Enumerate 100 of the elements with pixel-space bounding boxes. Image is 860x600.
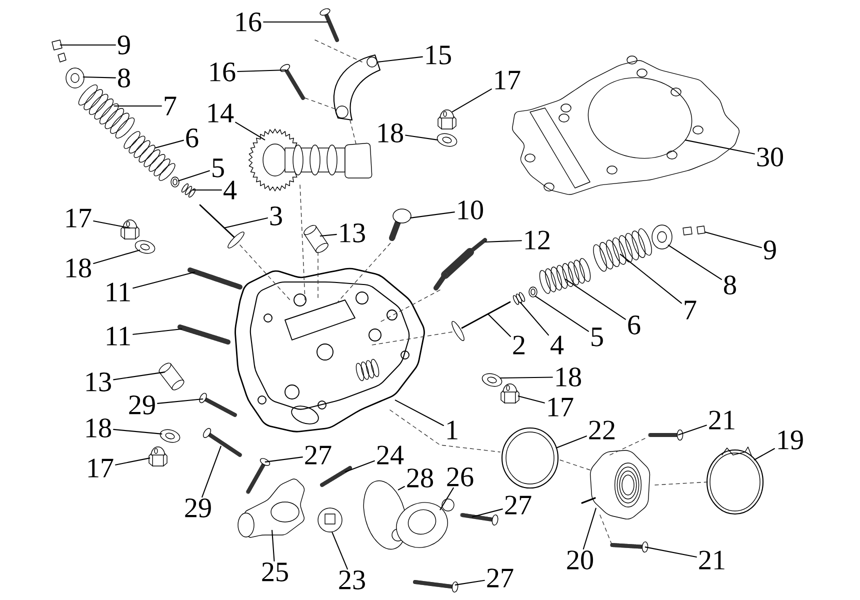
thermostat-drawing bbox=[318, 508, 342, 532]
leader-line bbox=[534, 296, 589, 332]
callout-number: 9 bbox=[764, 240, 776, 260]
callout-number: 21 bbox=[699, 550, 724, 570]
leader-line bbox=[454, 580, 485, 586]
valve-drawing bbox=[452, 301, 511, 341]
valve-spring-drawing bbox=[539, 258, 591, 294]
callout-number: 11 bbox=[106, 282, 130, 302]
assembly-line bbox=[560, 460, 590, 470]
stud-drawing bbox=[188, 268, 242, 290]
bolt-drawing bbox=[246, 458, 270, 494]
valve-spring-drawing bbox=[593, 228, 652, 272]
leader-line bbox=[564, 278, 626, 320]
leader-line bbox=[500, 376, 553, 379]
leader-line bbox=[484, 240, 522, 242]
bolt-drawing bbox=[648, 429, 684, 441]
callout-number: 9 bbox=[118, 36, 130, 54]
leader-line bbox=[332, 532, 348, 570]
leader-line bbox=[405, 134, 438, 140]
callout-number: 5 bbox=[592, 328, 603, 346]
callout-number: 25 bbox=[262, 562, 288, 582]
leader-line bbox=[157, 398, 204, 404]
cap-nut-drawing bbox=[148, 446, 168, 466]
callout-number: 8 bbox=[724, 276, 736, 294]
callout-number: 20 bbox=[567, 550, 593, 570]
cover-drawing bbox=[392, 498, 454, 548]
assembly-line bbox=[350, 120, 356, 144]
leader-line bbox=[113, 428, 162, 434]
leader-line bbox=[556, 436, 587, 448]
callout-number: 26 bbox=[447, 468, 474, 486]
callout-number: 10 bbox=[458, 200, 483, 220]
bolt-drawing bbox=[413, 580, 458, 592]
bolt-drawing bbox=[610, 541, 648, 553]
callout-number: 29 bbox=[185, 498, 211, 518]
water-outlet-drawing bbox=[238, 478, 305, 538]
leader-line bbox=[620, 254, 682, 304]
leader-line bbox=[704, 232, 762, 248]
cap-nut-drawing bbox=[438, 110, 456, 130]
washer-drawing bbox=[482, 373, 502, 387]
bolt-drawing bbox=[280, 64, 305, 100]
plug-drawing bbox=[389, 208, 412, 241]
valve-seat-drawing bbox=[512, 292, 526, 305]
leader-line bbox=[93, 250, 140, 264]
cap-nut-drawing bbox=[120, 220, 140, 240]
leader-line bbox=[154, 140, 184, 148]
callout-number: 5 bbox=[212, 158, 224, 178]
valve-seal-drawing bbox=[170, 176, 180, 188]
assembly-line bbox=[380, 290, 440, 322]
callout-number: 17 bbox=[66, 208, 92, 228]
assembly-line bbox=[372, 332, 452, 346]
callout-number: 18 bbox=[378, 124, 403, 142]
assembly-line bbox=[240, 244, 290, 300]
valve-keeper-drawing bbox=[52, 40, 66, 62]
leader-line bbox=[178, 170, 210, 182]
callout-number: 18 bbox=[66, 258, 91, 278]
callout-number: 15 bbox=[426, 46, 451, 64]
callout-number: 4 bbox=[550, 336, 564, 354]
leader-line bbox=[668, 244, 722, 280]
bolt-drawing bbox=[202, 428, 242, 457]
leader-line bbox=[114, 105, 162, 107]
o-ring-drawing bbox=[501, 427, 559, 489]
dowel-pin-drawing bbox=[304, 224, 328, 254]
callout-number: 14 bbox=[208, 104, 234, 122]
spring-retainer-drawing bbox=[652, 224, 672, 250]
callout-number: 4 bbox=[224, 180, 237, 200]
spark-plug-drawing bbox=[434, 238, 487, 290]
leader-line bbox=[263, 21, 328, 23]
leader-line bbox=[113, 372, 166, 380]
leader-line bbox=[115, 458, 150, 466]
washer-drawing bbox=[160, 429, 180, 443]
assembly-line bbox=[300, 184, 306, 300]
leader-line bbox=[224, 217, 268, 228]
leader-line bbox=[82, 76, 116, 78]
hose-clamp-drawing bbox=[706, 446, 764, 515]
leader-line bbox=[93, 220, 130, 228]
callout-number: 16 bbox=[236, 12, 262, 32]
callout-number: 18 bbox=[556, 368, 581, 386]
callout-number: 7 bbox=[684, 300, 696, 320]
callout-number: 28 bbox=[407, 468, 433, 488]
leader-line bbox=[684, 140, 755, 154]
leader-line bbox=[378, 56, 423, 62]
leader-line bbox=[264, 456, 303, 462]
leader-line bbox=[237, 69, 286, 72]
stud-drawing bbox=[178, 324, 230, 344]
callout-number: 3 bbox=[270, 206, 282, 226]
assembly-line bbox=[334, 238, 396, 306]
callout-number: 13 bbox=[340, 224, 365, 242]
callout-number: 13 bbox=[86, 372, 111, 392]
valve-keeper-drawing bbox=[682, 226, 706, 236]
rocker-holder-drawing bbox=[334, 54, 381, 121]
callout-number: 8 bbox=[118, 68, 130, 88]
leader-line bbox=[518, 396, 545, 404]
callout-number: 6 bbox=[186, 128, 198, 148]
cylinder-head-drawing bbox=[234, 268, 425, 432]
callout-number: 27 bbox=[305, 446, 332, 464]
valve-drawing bbox=[199, 204, 244, 248]
leader-line bbox=[472, 508, 503, 518]
callout-number: 24 bbox=[377, 446, 404, 464]
leader-line bbox=[320, 234, 337, 236]
bolt-drawing bbox=[460, 513, 498, 526]
